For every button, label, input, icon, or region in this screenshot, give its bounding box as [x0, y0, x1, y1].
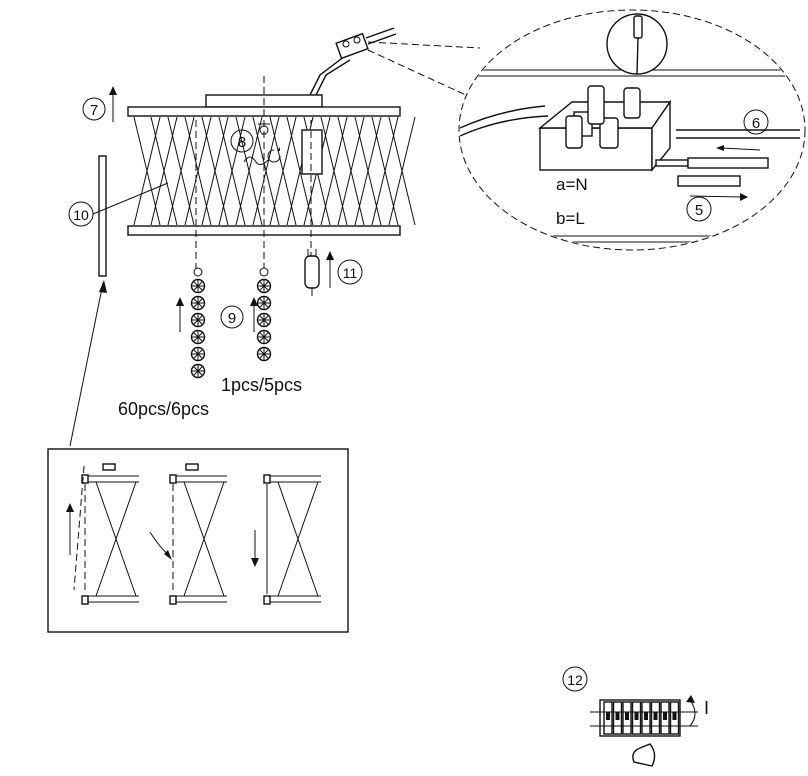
- neutral-label: a=N: [556, 175, 588, 194]
- left-crystal-count: 60pcs/6pcs: [118, 399, 209, 419]
- terminal-block-small: [335, 27, 397, 60]
- step-12-marker: [562, 666, 588, 692]
- svg-text:8: 8: [238, 134, 246, 151]
- svg-text:6: 6: [752, 115, 760, 132]
- live-label: b=L: [556, 209, 585, 228]
- crystal-hook: [259, 267, 269, 277]
- g9-bulb: 11: [304, 249, 363, 296]
- screwdriver-icon: [606, 13, 668, 75]
- power-cable: [309, 55, 346, 96]
- shade-rods: [133, 116, 416, 226]
- wiring-detail-bubble: a=N b=L 6 5: [458, 9, 806, 251]
- crystal-arrows: 9: [176, 297, 258, 332]
- svg-text:11: 11: [343, 265, 358, 281]
- hand-icon: [632, 743, 656, 767]
- step-8-marker: 8: [230, 129, 254, 153]
- svg-text:12: 12: [567, 672, 583, 688]
- svg-text:5: 5: [695, 202, 703, 219]
- svg-text:9: 9: [228, 310, 236, 327]
- circuit-breaker-detail: 12 I: [562, 666, 709, 767]
- side-rod: [98, 155, 107, 277]
- crystal-strings: [190, 267, 272, 379]
- step-10-marker: 10: [68, 155, 169, 277]
- right-crystal-count: 1pcs/5pcs: [221, 375, 302, 395]
- breaker-on-symbol: I: [704, 698, 709, 718]
- svg-text:10: 10: [73, 207, 89, 223]
- svg-text:7: 7: [90, 102, 98, 119]
- lamp-shade: [127, 55, 416, 268]
- bulb-icon: [304, 255, 320, 289]
- inner-socket: [301, 129, 323, 175]
- step-6-marker: [743, 109, 769, 135]
- step-5-marker: [686, 196, 712, 222]
- crystal-hook: [193, 267, 203, 277]
- step-7-marker: 7: [82, 86, 117, 122]
- rod-insertion-detail: [47, 448, 349, 633]
- hook-icon: [243, 123, 281, 166]
